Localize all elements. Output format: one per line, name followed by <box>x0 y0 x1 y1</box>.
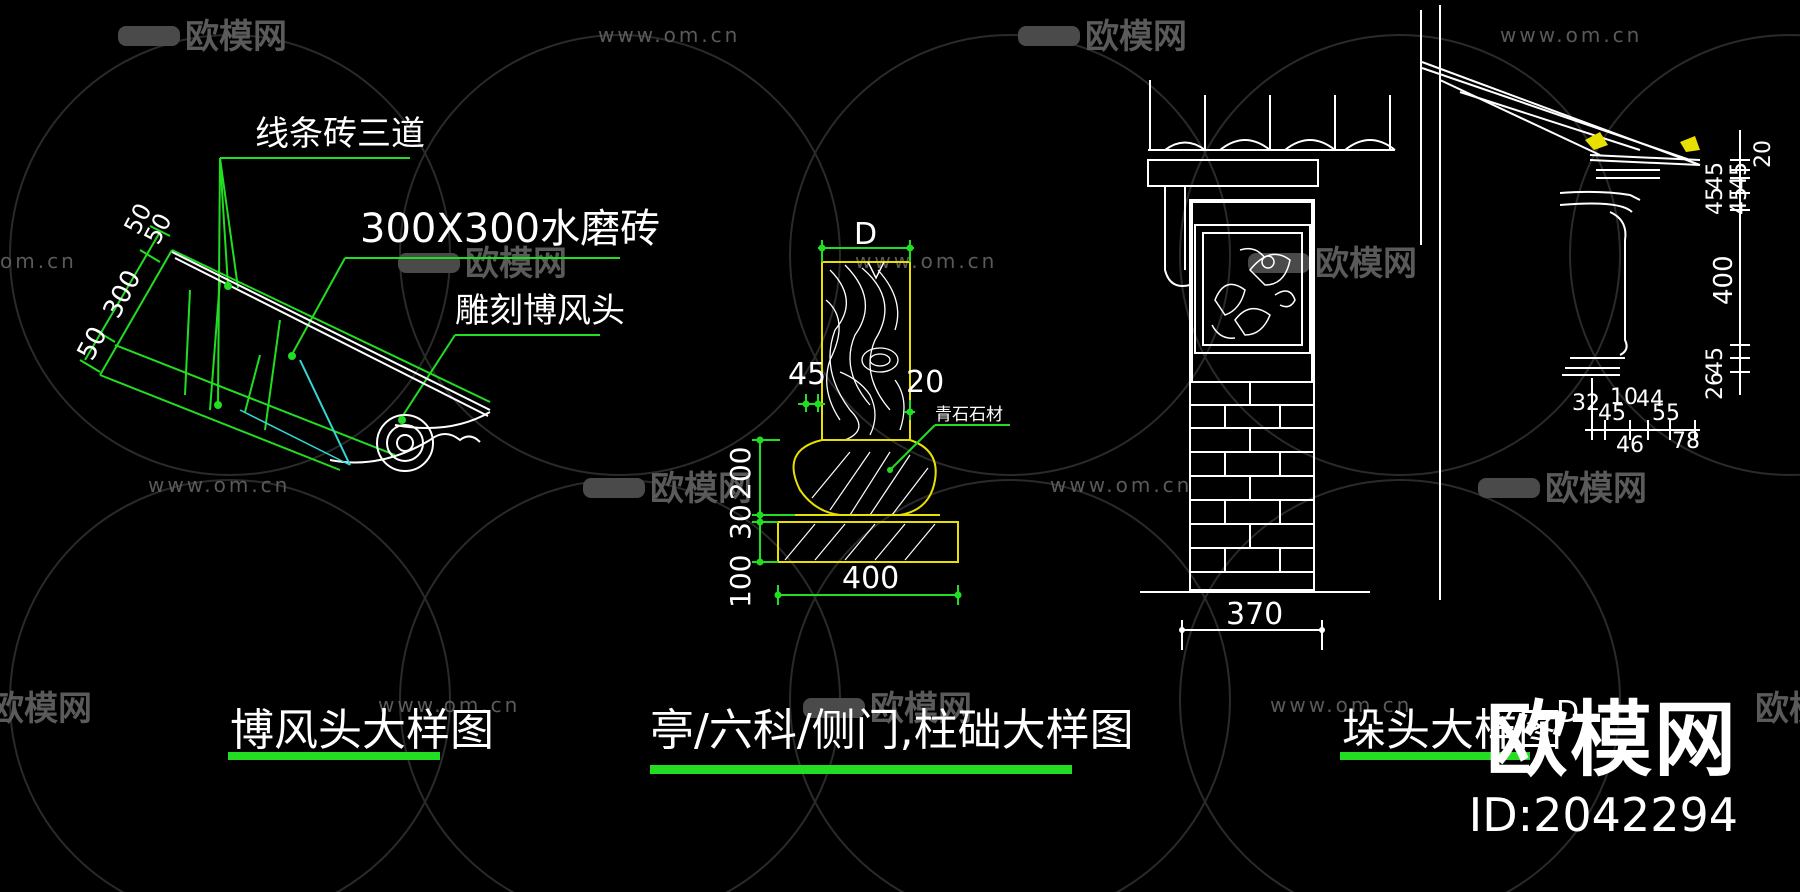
callout-tile-label: 300X300水磨砖 <box>360 206 660 252</box>
right-elevation <box>1140 5 1441 650</box>
watermark-brand: 欧模网 <box>1545 469 1647 509</box>
watermark-site: www.om.cn <box>1050 473 1192 497</box>
carved-panel <box>1194 224 1311 354</box>
dim-20: 20 <box>906 365 944 400</box>
watermark-brand: 欧模网 <box>1315 244 1417 284</box>
v-dim-45c: 45 <box>1703 187 1728 215</box>
watermark-site: www.om.cn <box>1270 693 1412 717</box>
watermark-site: www.om.cn <box>148 473 290 497</box>
watermark-site: www.om.cn <box>1500 23 1642 47</box>
watermark-brand: 欧模网 <box>185 17 287 57</box>
watermark-brand: 欧模网 <box>465 244 567 284</box>
v-dim-45d: 45 <box>1727 187 1752 215</box>
watermark-logos: 欧模网 欧模网 欧模网 欧模网 欧模网 欧模网 欧模网 欧模网 欧模网 <box>0 17 1800 729</box>
v-dim-45a: 45 <box>1703 162 1728 190</box>
v-dim-20: 20 <box>1751 140 1776 168</box>
brand-id: ID:2042294 <box>1468 788 1738 842</box>
b-dim-10: 10 <box>1610 385 1638 410</box>
b-dim-55: 55 <box>1652 401 1680 426</box>
dim-100: 100 <box>724 555 757 608</box>
left-detail-title: 博风头大样图 <box>230 705 494 756</box>
dim-200: 200 <box>724 447 757 500</box>
middle-detail: D 45 20 青石石材 200 30 100 400 亭/六科/侧门,柱础大样… <box>650 217 1134 774</box>
dim-d: D <box>854 217 877 252</box>
watermark-brand: 欧模网 <box>0 689 92 729</box>
right-section-profile <box>1421 61 1750 440</box>
watermark-site: www.om.cn <box>598 23 740 47</box>
b-dim-45: 45 <box>1598 401 1626 426</box>
column-plinth <box>777 514 959 563</box>
watermark-site: om.cn <box>0 249 77 273</box>
callout-carve-label: 雕刻博风头 <box>455 291 625 331</box>
left-title-underline <box>228 752 440 760</box>
right-detail-title: 垛头大样图 <box>1342 705 1562 756</box>
material-label: 青石石材 <box>935 405 1003 425</box>
b-dim-46: 46 <box>1616 433 1644 458</box>
dim-370: 370 <box>1226 597 1283 632</box>
v-dim-45e: 45 <box>1703 347 1728 375</box>
section-dim-labels: 45 45 20 45 45 400 26 45 32 45 10 44 55 … <box>1572 140 1776 458</box>
dim-45: 45 <box>788 357 826 392</box>
b-dim-32: 32 <box>1572 391 1600 416</box>
right-title-underline <box>1340 752 1530 760</box>
carved-rosette-icon <box>376 414 481 472</box>
middle-title-underline <box>650 765 1072 774</box>
watermark-sites: www.om.cn www.om.cn om.cn www.om.cn www.… <box>0 23 1642 717</box>
ridge-ornaments <box>1585 132 1700 152</box>
right-detail-title-suffix: D <box>1556 695 1579 730</box>
watermark-brand: 欧模网 <box>870 689 972 729</box>
dim-400: 400 <box>842 561 899 596</box>
watermark-brand: 欧模网 <box>1085 17 1187 57</box>
brand-name: 欧模网 <box>1485 693 1738 788</box>
v-dim-26: 26 <box>1703 372 1728 400</box>
callout-brick-label: 线条砖三道 <box>255 114 425 154</box>
dim-30: 30 <box>724 504 757 540</box>
b-dim-44: 44 <box>1636 387 1664 412</box>
watermark-brand: 欧模网 <box>1755 689 1800 729</box>
v-dim-45b: 45 <box>1727 162 1752 190</box>
b-dim-78: 78 <box>1672 429 1700 454</box>
middle-detail-title: 亭/六科/侧门,柱础大样图 <box>650 705 1134 756</box>
v-dim-400: 400 <box>1709 255 1739 305</box>
watermark-site: www.om.cn <box>378 693 520 717</box>
column-shaft <box>821 261 911 441</box>
carved-flower-icon <box>1211 247 1296 339</box>
brand-overlay: 欧模网 ID:2042294 <box>1468 693 1738 842</box>
watermark-brand: 欧模网 <box>650 469 752 509</box>
